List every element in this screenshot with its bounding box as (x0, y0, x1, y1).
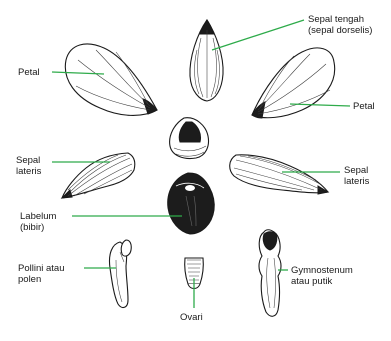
label-pollinia: Pollini atau polen (18, 263, 64, 285)
left-petal-drawing (65, 44, 157, 115)
right-lateral-sepal-drawing (230, 155, 328, 194)
label-sepal-lateral-right: Sepal lateris (344, 165, 369, 187)
right-petal-drawing (252, 48, 335, 118)
label-sepal-lateral-right-line1: Sepal (344, 165, 369, 176)
label-petal-right: Petal (353, 101, 375, 112)
label-sepal-lateral-left-line1: Sepal (16, 155, 41, 166)
label-gymnostemium-line2: atau putik (291, 276, 353, 287)
dorsal-sepal-drawing (190, 20, 223, 101)
label-gymnostemium: Gymnostenum atau putik (291, 265, 353, 287)
label-gymnostemium-line1: Gymnostenum (291, 265, 353, 276)
left-lateral-sepal-drawing (62, 153, 135, 198)
label-pollinia-line2: polen (18, 274, 64, 285)
label-labellum-line1: Labelum (20, 211, 56, 222)
gymnostemium-drawing (259, 230, 281, 317)
leader-line-sepal-dorsal (212, 20, 304, 50)
label-sepal-dorsal-line2: (sepal dorselis) (308, 25, 372, 36)
labellum-drawing (168, 173, 215, 234)
label-ovary: Ovari (180, 312, 203, 323)
pollinia-drawing (109, 240, 131, 307)
label-labellum-line2: (bibir) (20, 222, 56, 233)
label-labellum: Labelum (bibir) (20, 211, 56, 233)
label-petal-left: Petal (18, 67, 40, 78)
label-sepal-lateral-left: Sepal lateris (16, 155, 41, 177)
label-sepal-lateral-right-line2: lateris (344, 176, 369, 187)
label-sepal-dorsal: Sepal tengah (sepal dorselis) (308, 14, 372, 36)
label-sepal-lateral-left-line2: lateris (16, 166, 41, 177)
label-pollinia-line1: Pollini atau (18, 263, 64, 274)
label-sepal-dorsal-line1: Sepal tengah (308, 14, 372, 25)
column-top-drawing (170, 118, 209, 159)
